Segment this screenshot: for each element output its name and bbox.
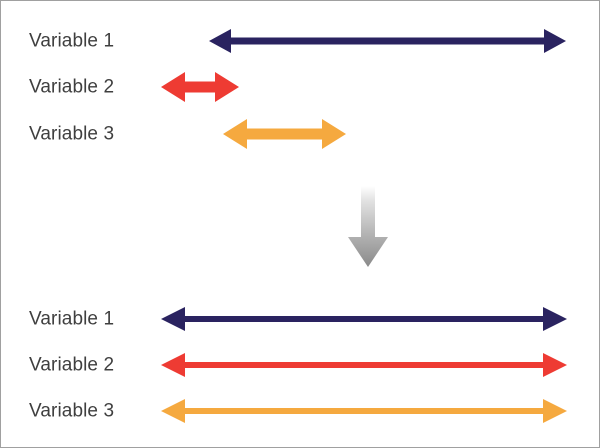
bottom-row-label-variable-3: Variable 3	[29, 400, 115, 422]
bottom-arrow-variable-3	[161, 399, 567, 423]
bottom-arrow-variable-1	[161, 307, 567, 331]
top-arrow-variable-2	[161, 72, 239, 102]
transition-panel	[1, 171, 599, 286]
top-row-label-variable-1: Variable 1	[29, 30, 115, 52]
top-panel: Variable 1 Variable 2 Variable 3	[1, 1, 599, 171]
bottom-row-label-variable-2: Variable 2	[29, 354, 115, 376]
top-row-label-variable-2: Variable 2	[29, 76, 115, 98]
top-arrow-variable-3	[223, 119, 346, 149]
down-arrow-gradient-icon	[348, 186, 388, 267]
bottom-panel: Variable 1 Variable 2 Variable 3	[1, 286, 599, 447]
bottom-arrow-variable-2	[161, 353, 567, 377]
top-arrow-variable-1	[209, 29, 566, 53]
bottom-row-label-variable-1: Variable 1	[29, 308, 115, 330]
top-row-label-variable-3: Variable 3	[29, 123, 115, 145]
